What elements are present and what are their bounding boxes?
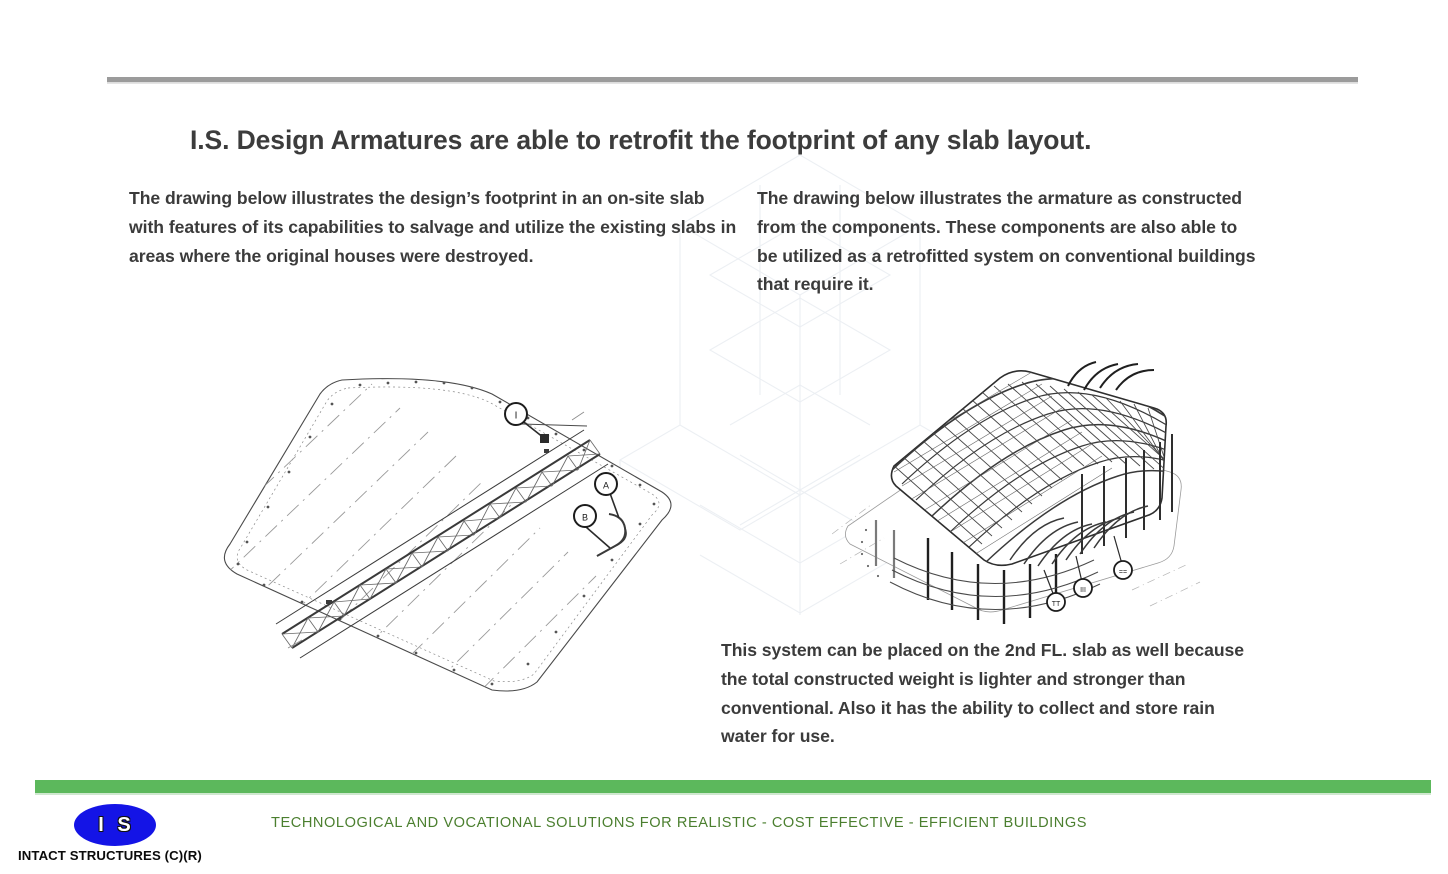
- logo-ellipse-shape: [74, 804, 156, 846]
- page-title: I.S. Design Armatures are able to retrof…: [190, 125, 1092, 155]
- footer-divider-rule: [35, 780, 1431, 795]
- svg-text:==: ==: [1119, 569, 1127, 576]
- svg-text:III: III: [1080, 587, 1086, 594]
- svg-text:B: B: [582, 513, 588, 523]
- paragraph-right-bottom: This system can be placed on the 2nd FL.…: [721, 640, 1244, 747]
- logo-letters: I S: [98, 813, 135, 836]
- paragraph-right-top: The drawing below illustrates the armatu…: [757, 188, 1256, 295]
- logo: I S: [74, 804, 156, 846]
- footer-tagline: TECHNOLOGICAL AND VOCATIONAL SOLUTIONS F…: [271, 815, 1088, 831]
- paragraph-left: The drawing below illustrates the design…: [129, 188, 737, 266]
- svg-text:TT: TT: [1052, 601, 1061, 608]
- header-divider-rule: [107, 77, 1358, 84]
- building-watermark: [619, 154, 981, 615]
- brand-name: INTACT STRUCTURES (C)(R): [18, 848, 202, 863]
- svg-text:A: A: [603, 481, 609, 491]
- armature-assembly-isometric-drawing: TT III ==: [832, 361, 1201, 624]
- svg-text:I: I: [515, 411, 518, 422]
- slab-footprint-isometric-drawing: I A B: [223, 378, 672, 692]
